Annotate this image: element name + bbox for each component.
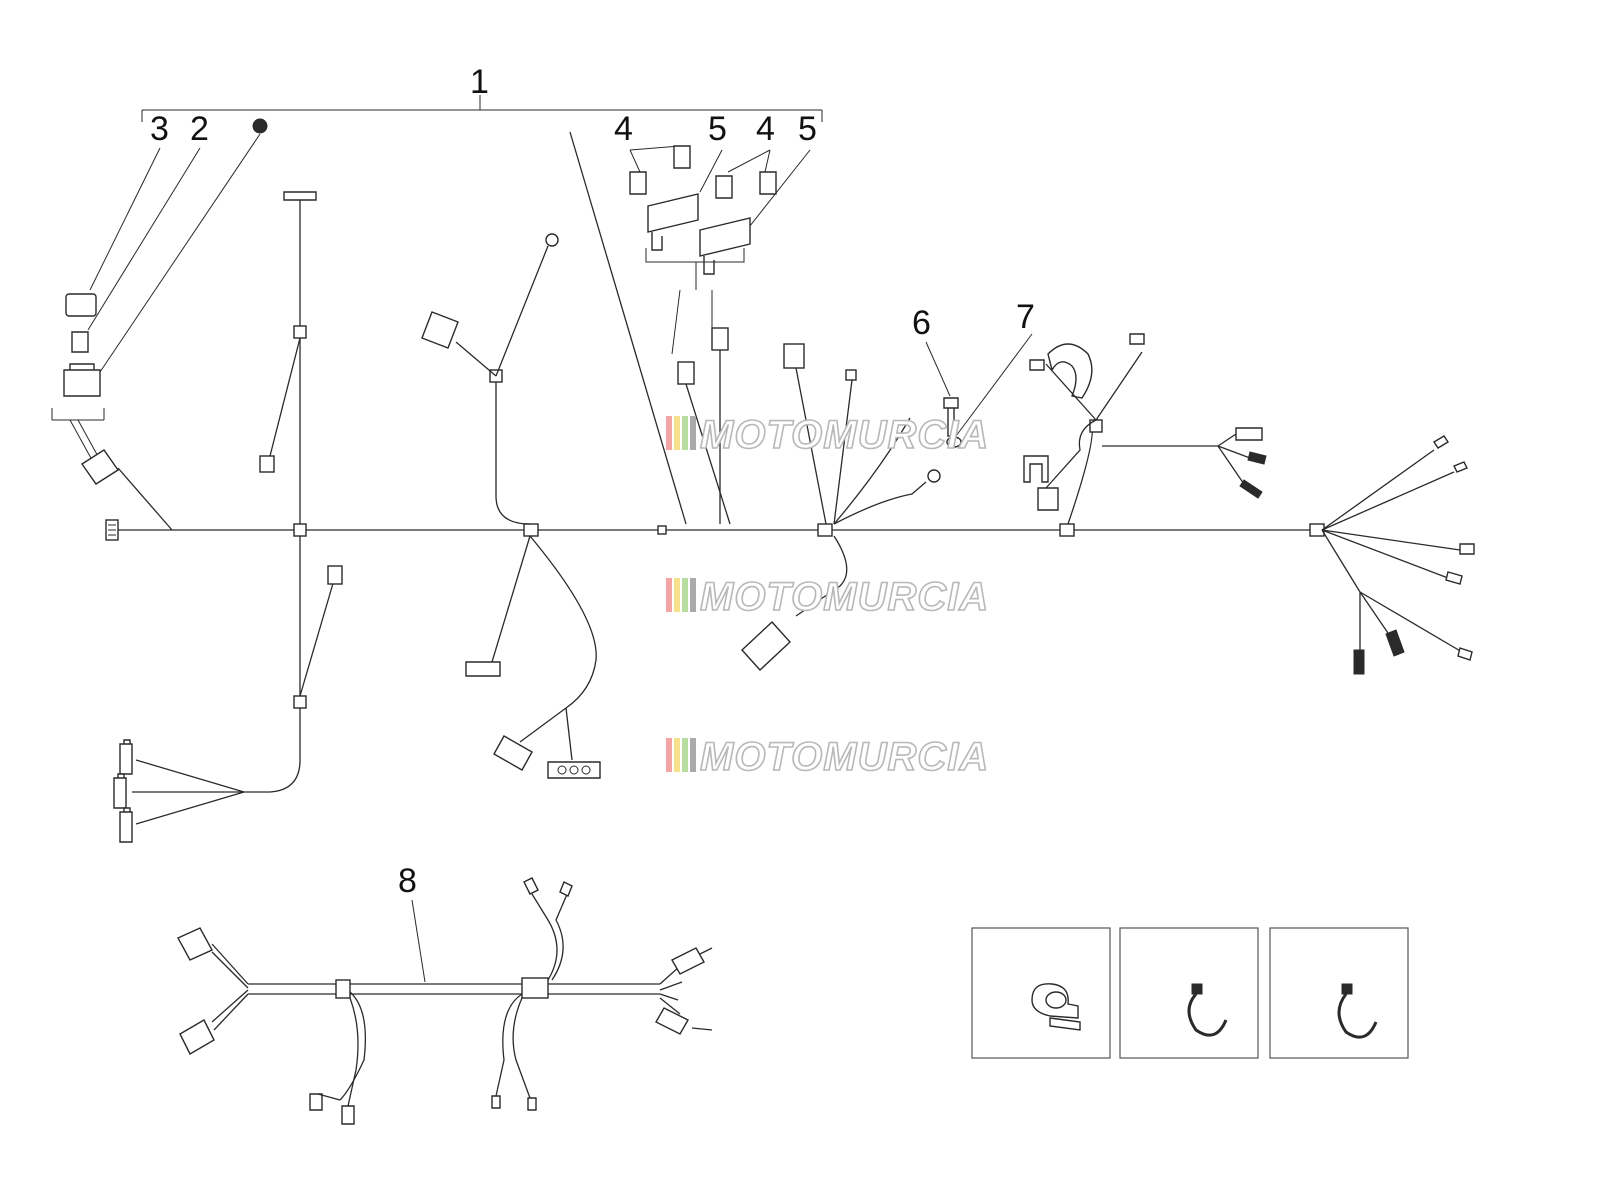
- cable-tie-10: [1187, 983, 1228, 1037]
- bullet-marker: [252, 118, 268, 134]
- group-bracket-1: [141, 95, 823, 122]
- fuse-holder-5: [647, 193, 699, 251]
- spade-connector: [1235, 427, 1263, 441]
- branch-clip: [1309, 523, 1325, 537]
- round-pin-connector: [493, 735, 533, 771]
- callout-4b: 4: [756, 110, 775, 148]
- small-clip: [657, 525, 667, 535]
- fuse-2: [71, 331, 89, 353]
- small-connector: [259, 455, 275, 473]
- watermark-top: MOTOMURCIA: [666, 412, 989, 458]
- fuse-4: [759, 171, 777, 195]
- spade-terminal: [527, 1097, 537, 1111]
- callout-5b: 5: [798, 110, 817, 148]
- top-connector: [283, 191, 317, 201]
- 4-pin-connector: [177, 927, 213, 961]
- multi-pin-connector: [119, 807, 133, 843]
- harness-clip: [521, 977, 549, 999]
- ground-terminal: [1029, 359, 1045, 371]
- spade-terminal: [491, 1095, 501, 1109]
- spade-connector: [1239, 479, 1263, 499]
- callout-7: 7: [1016, 298, 1035, 336]
- detail-box-10: [1119, 927, 1259, 1059]
- spade-terminal: [1445, 571, 1463, 585]
- small-connector: [309, 1093, 323, 1111]
- callout-6: 6: [912, 304, 931, 342]
- relay-cover-3: [65, 293, 97, 317]
- branch-clip: [293, 695, 307, 709]
- multi-pin-connector: [119, 739, 133, 775]
- spade-terminal: [1459, 543, 1475, 555]
- 4-pin-connector: [179, 1019, 215, 1055]
- branch-clip: [293, 325, 307, 339]
- inline-connector: [711, 327, 729, 351]
- cable-grommet: [1047, 343, 1093, 399]
- ground-terminal: [1129, 333, 1145, 345]
- spade-terminal: [523, 877, 539, 895]
- spade-terminal: [559, 881, 573, 897]
- main-harness: [51, 131, 1475, 843]
- callout-5a: 5: [708, 110, 727, 148]
- auxiliary-harness-8: [177, 877, 713, 1125]
- small-connector: [341, 1105, 355, 1125]
- callout-2: 2: [190, 110, 209, 148]
- spade-connector: [1353, 649, 1365, 675]
- fuse-4: [673, 145, 691, 169]
- watermark-middle: MOTOMURCIA: [666, 574, 989, 620]
- ring-terminal: [927, 469, 941, 483]
- ecu-connector: [421, 311, 459, 349]
- round-pin-connector: [547, 761, 601, 779]
- branch-clip: [1059, 523, 1075, 537]
- cable-clamp-9: [1031, 983, 1081, 1031]
- spade-terminal: [1457, 647, 1473, 661]
- detail-box-11: [1269, 927, 1409, 1059]
- spade-terminal: [1453, 461, 1468, 473]
- bullet-connector: [671, 947, 705, 975]
- watermark-text: MOTOMURCIA: [700, 575, 989, 619]
- bullet-connector: [655, 1007, 689, 1035]
- 3-pin-connector: [465, 661, 501, 677]
- fuse-4: [715, 175, 733, 199]
- mini-connector: [845, 369, 857, 381]
- bracket-clip: [1037, 487, 1059, 511]
- relay-base: [63, 363, 101, 397]
- callout-3: 3: [150, 110, 169, 148]
- ring-terminal: [545, 233, 559, 247]
- spade-terminal: [1433, 435, 1449, 449]
- spade-connector: [1247, 451, 1267, 465]
- callout-8: 8: [398, 862, 417, 900]
- fuse-holder-5: [699, 217, 751, 275]
- square-connector: [783, 343, 805, 369]
- small-connector: [327, 565, 343, 585]
- bracket-clip: [1023, 455, 1049, 483]
- callout-4a: 4: [614, 110, 633, 148]
- callout-1: 1: [470, 63, 489, 101]
- watermark-text: MOTOMURCIA: [700, 413, 989, 457]
- multi-pin-connector: [113, 773, 127, 809]
- washer-7: [946, 436, 962, 448]
- fuse-box-connector: [81, 449, 119, 485]
- harness-clip: [335, 979, 351, 999]
- branch-clip: [523, 523, 539, 537]
- fuse-4: [629, 171, 647, 195]
- bolt-6: [943, 397, 959, 437]
- spade-connector: [1385, 629, 1405, 657]
- branch-clip: [817, 523, 833, 537]
- leader-lines: [87, 133, 1346, 995]
- watermark-bottom: MOTOMURCIA: [666, 734, 989, 780]
- cable-tie-11: [1337, 983, 1378, 1039]
- branch-clip: [293, 523, 307, 537]
- watermark-text: MOTOMURCIA: [700, 735, 989, 779]
- sensor-connector: [741, 621, 791, 671]
- inline-connector: [677, 361, 695, 385]
